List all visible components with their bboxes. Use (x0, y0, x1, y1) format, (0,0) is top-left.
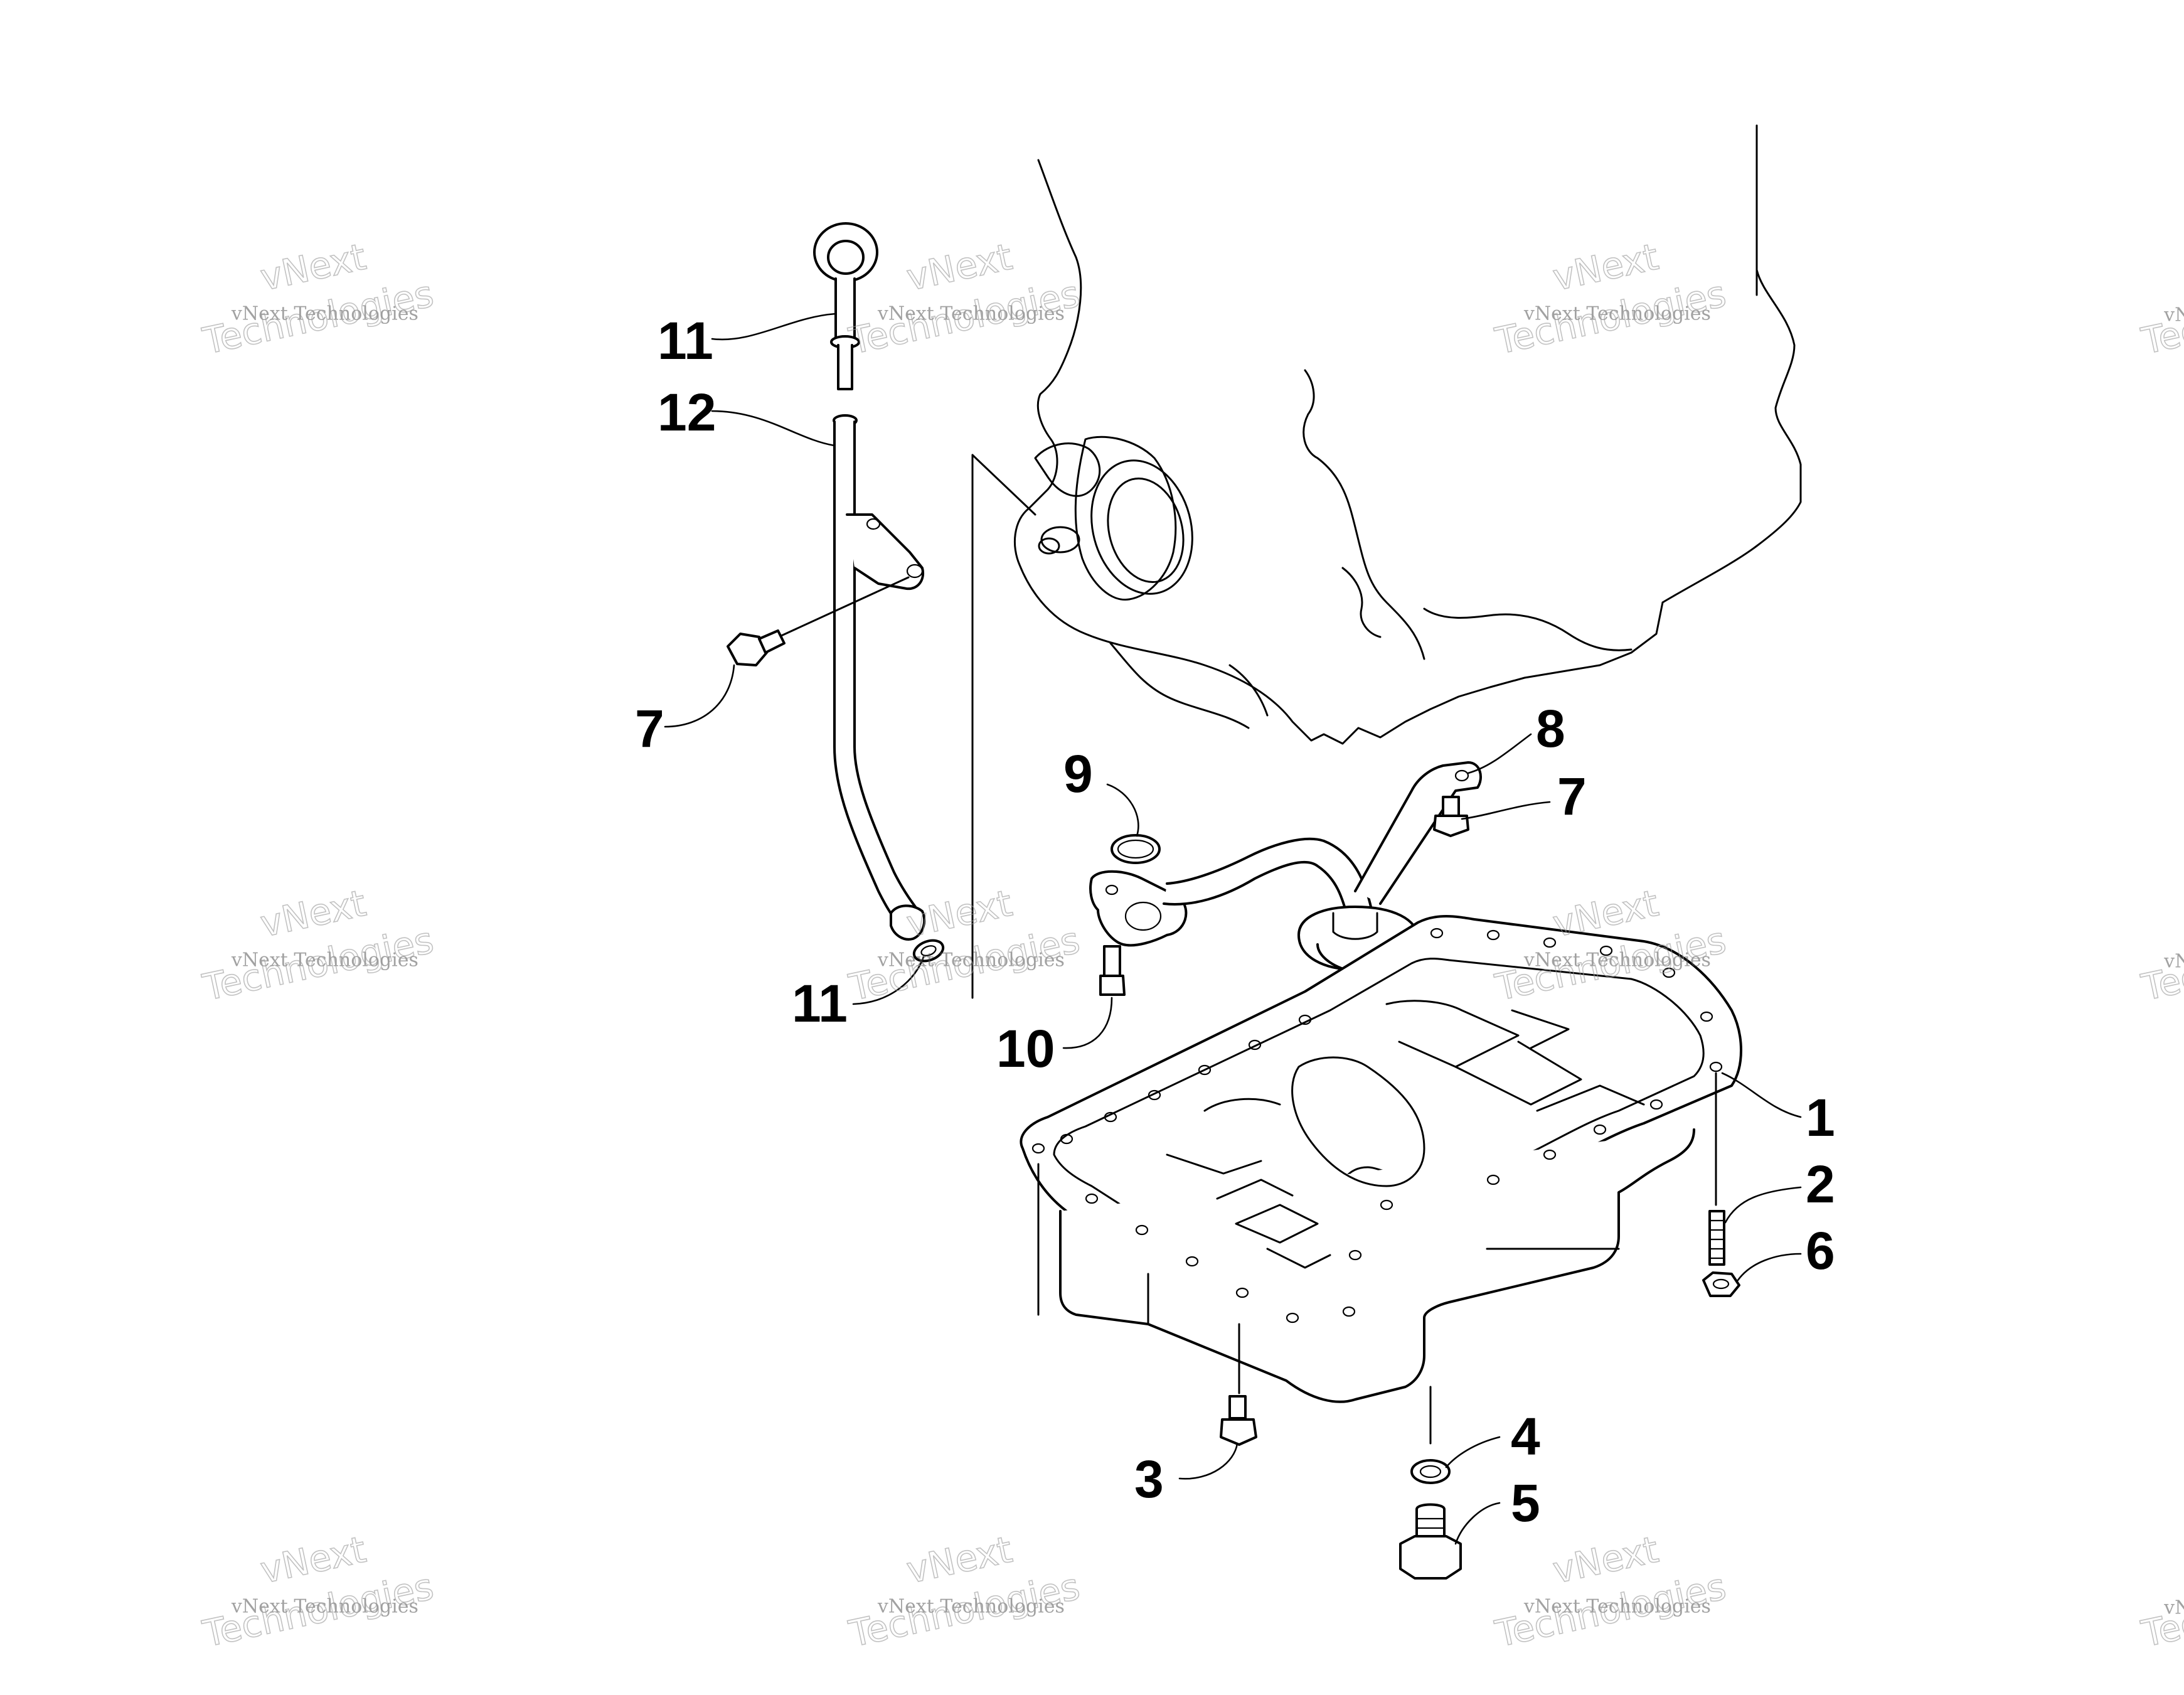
pan-hardware (1220, 1210, 1740, 1580)
svg-text:vNext Technologies: vNext Technologies (231, 303, 418, 325)
watermark: vNext vNext Technologies Technologies (1491, 235, 1730, 363)
svg-text:vNext Technologies: vNext Technologies (1523, 303, 1711, 325)
svg-text:vNext Technologies: vNext Technologies (2163, 951, 2184, 973)
callout-10: 10 (996, 1019, 1055, 1078)
svg-text:vNext Technologies: vNext Technologies (877, 303, 1065, 325)
leader-lines (664, 313, 1802, 1545)
leader-5 (1454, 1502, 1501, 1545)
callout-6: 6 (1806, 1221, 1835, 1280)
watermark: vNext vNext Technologies Technologies (844, 881, 1084, 1010)
callout-9: 9 (1063, 744, 1093, 803)
watermark: vNext vNext Technologies Technologies (198, 881, 437, 1010)
svg-text:vNext Technologies: vNext Technologies (1523, 949, 1711, 971)
watermark: vNext vNext Technologies Technologies (198, 235, 437, 363)
leader-4 (1445, 1436, 1501, 1468)
leader-7a (664, 664, 735, 728)
watermark: vNext vNext Technologies Technologies (1491, 1527, 1730, 1656)
watermark: vNext vNext Technologies Technologies (198, 1527, 437, 1656)
engine-block (971, 124, 1802, 999)
svg-text:vNext Technologies: vNext Technologies (877, 949, 1065, 971)
callout-labels: 11 12 7 9 8 7 10 11 1 2 6 3 4 5 (635, 311, 1835, 1532)
callout-11: 11 (792, 974, 848, 1033)
watermark-edge: Technologies vNext Technologies (2137, 1564, 2184, 1656)
svg-text:vNext Technologies: vNext Technologies (1523, 1596, 1711, 1618)
leader-8 (1467, 733, 1532, 774)
leader-3 (1178, 1442, 1238, 1480)
watermark: vNext vNext Technologies Technologies (844, 1527, 1084, 1656)
leader-12 (711, 313, 837, 341)
svg-text:vNext Technologies: vNext Technologies (877, 1596, 1065, 1618)
leader-9 (1106, 783, 1139, 837)
svg-text:vNext Technologies: vNext Technologies (2163, 304, 2184, 326)
callout-5: 5 (1511, 1473, 1540, 1532)
leader-6 (1737, 1253, 1802, 1281)
watermarks: vNext vNext Technologies Technologies vN… (198, 235, 2184, 1656)
callout-7-left: 7 (635, 699, 664, 758)
leader-13 (711, 410, 836, 447)
leader-7b (1461, 801, 1551, 820)
leader-11 (852, 956, 925, 1005)
leader-2 (1724, 1186, 1802, 1224)
svg-text:vNext Technologies: vNext Technologies (231, 1596, 418, 1618)
callout-13: 12 (658, 383, 716, 442)
flange-bolt-holes (1031, 928, 1723, 1323)
leader-1 (1721, 1072, 1802, 1118)
oil-pan (1020, 915, 1742, 1445)
callout-7-right: 7 (1557, 767, 1587, 826)
watermark-edge: Technologies vNext Technologies (2137, 272, 2184, 363)
callout-4: 4 (1511, 1407, 1540, 1466)
callout-2: 2 (1806, 1155, 1835, 1214)
dipstick-assembly (727, 222, 945, 963)
svg-text:vNext Technologies: vNext Technologies (231, 949, 418, 971)
callout-8: 8 (1536, 699, 1565, 758)
callout-12: 11 (658, 311, 713, 370)
callout-3: 3 (1134, 1450, 1164, 1509)
callout-1: 1 (1806, 1088, 1835, 1147)
watermark-edge: Technologies vNext Technologies (2137, 918, 2184, 1010)
svg-text:vNext Technologies: vNext Technologies (2163, 1597, 2184, 1619)
leader-10 (1062, 997, 1113, 1049)
